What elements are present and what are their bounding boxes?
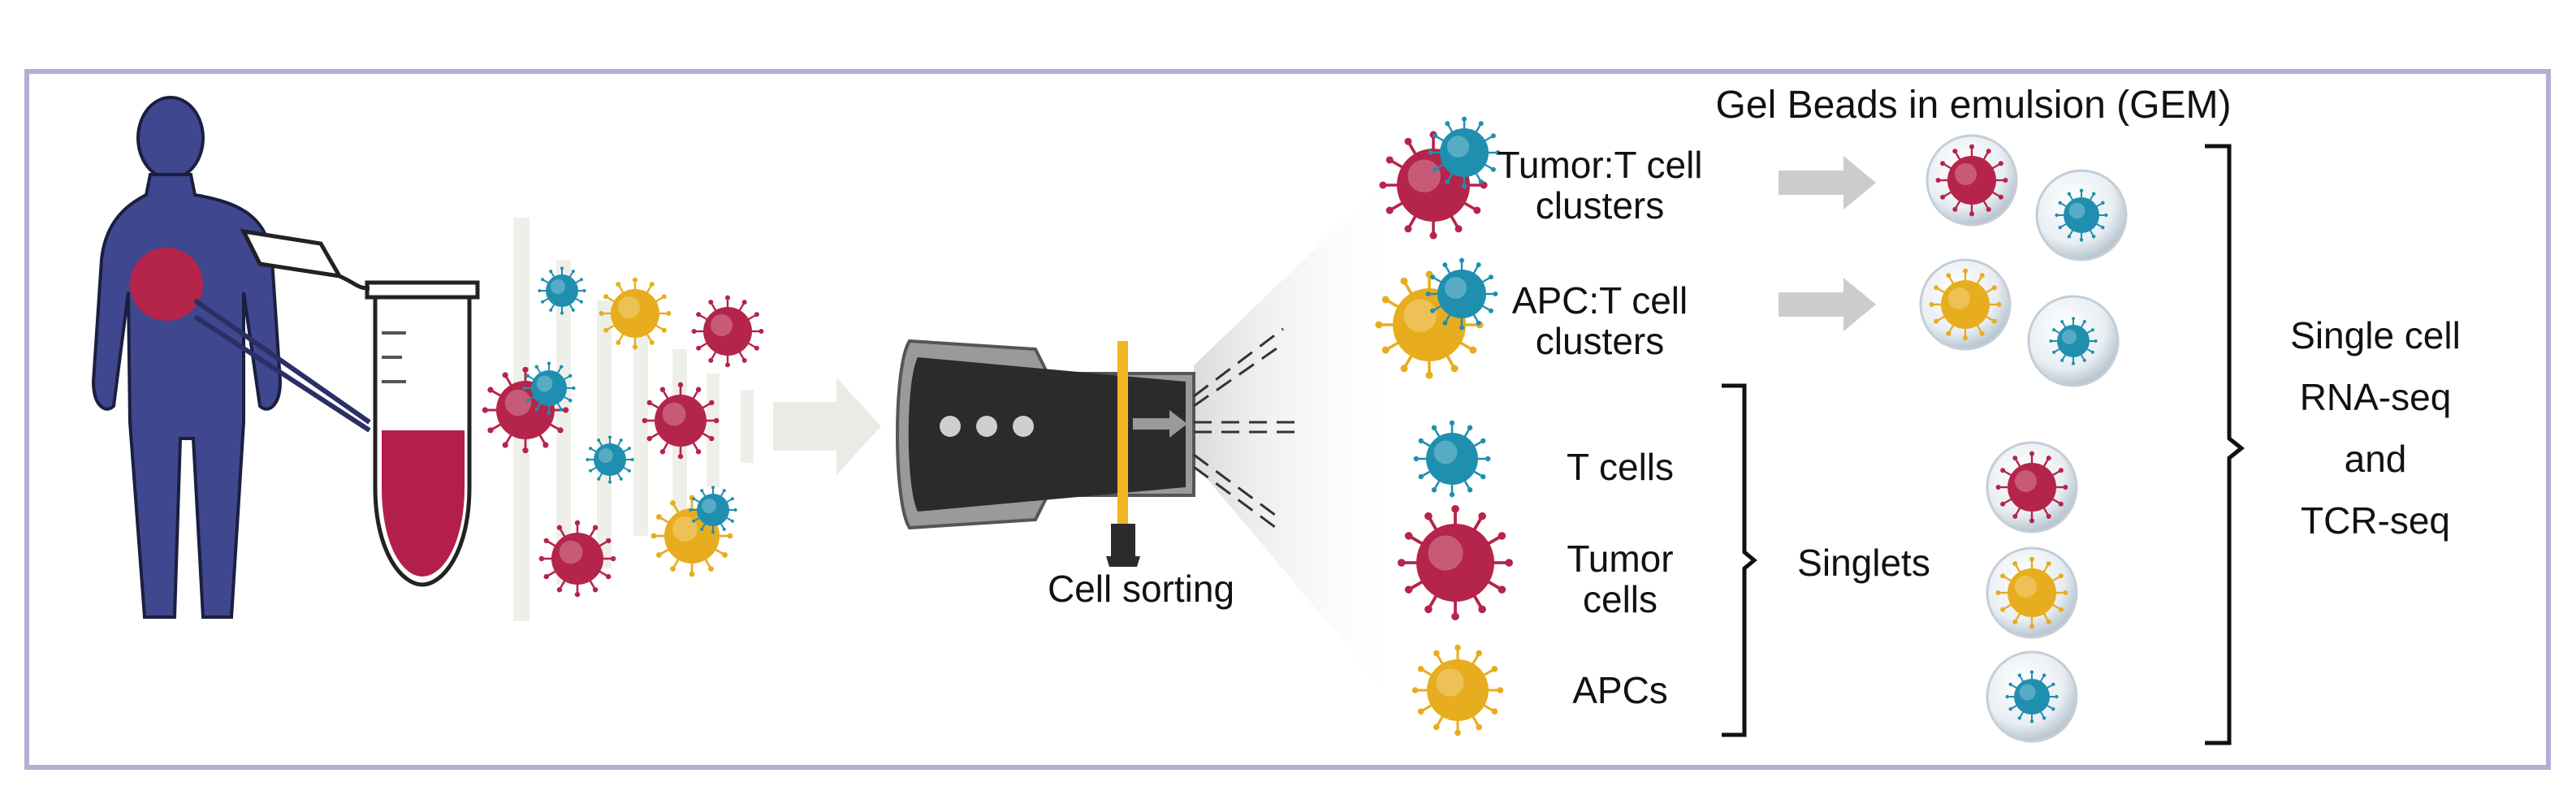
bead-cell-icon — [1995, 556, 2068, 629]
bead-cell-icon — [2005, 670, 2059, 723]
sorting-cone — [1194, 162, 1405, 715]
flow-arrow-icon — [773, 378, 881, 475]
t-cell-icon — [586, 435, 634, 484]
tumor-t-clusters-line1: Tumor:T cell — [1497, 144, 1703, 186]
gem-arrow-icon — [1779, 156, 1876, 209]
apc-t-clusters-line2: clusters — [1535, 320, 1665, 362]
apcs-label: APCs — [1572, 669, 1668, 711]
t-cell-icon — [1413, 420, 1491, 498]
gem-arrow-icon — [1779, 278, 1876, 331]
cell-sorting-label: Cell sorting — [1047, 568, 1235, 610]
sequencing-line3: and — [2344, 438, 2407, 480]
t-cells-label: T cells — [1566, 446, 1675, 488]
figure-frame — [24, 69, 2551, 770]
cells-layer — [482, 116, 2128, 743]
t-cell-icon — [538, 266, 586, 315]
singlets-label: Singlets — [1797, 542, 1930, 584]
gel-bead-icon — [1986, 546, 2078, 639]
apc-cell-icon — [1411, 644, 1504, 736]
bead-cell-icon — [1935, 144, 2008, 217]
tumor-cells-line1: Tumor — [1567, 538, 1674, 580]
bead-cell-icon — [1995, 451, 2068, 524]
t-cell-icon — [1425, 257, 1498, 330]
tumor-cell-icon — [642, 382, 720, 460]
gel-bead-icon — [2035, 169, 2128, 261]
cell-sorter-icon — [896, 339, 1195, 567]
gel-bead-icon — [1986, 650, 2078, 743]
apc-t-clusters-line1: APC:T cell — [1511, 279, 1688, 322]
gel-bead-icon — [1926, 134, 2018, 227]
sequencing-label: Single cell RNA-seq and TCR-seq — [2258, 304, 2493, 551]
tumor-cells-label: Tumor cells — [1527, 538, 1714, 620]
t-cell-icon — [522, 361, 576, 415]
singlets-brace-icon — [1722, 383, 1757, 737]
tumor-t-clusters-line2: clusters — [1535, 184, 1665, 227]
apc-cell-icon — [599, 277, 672, 350]
gel-bead-icon — [1986, 441, 2078, 533]
sort-stream-lines — [1193, 327, 1299, 533]
sequencing-line1: Single cell — [2290, 314, 2461, 356]
sequencing-line2: RNA-seq — [2299, 376, 2452, 418]
t-cell-icon — [689, 486, 737, 534]
microtube-icon — [240, 228, 480, 587]
human-body-icon — [91, 96, 283, 619]
bead-cell-icon — [2049, 317, 2098, 365]
gem-title: Gel Beads in emulsion (GEM) — [1715, 84, 2232, 127]
bead-cell-icon — [2055, 188, 2108, 242]
gel-bead-icon — [2027, 295, 2120, 387]
tumor-t-clusters-label: Tumor:T cell clusters — [1478, 145, 1722, 226]
biopsy-needle-icon — [193, 298, 371, 433]
sequencing-brace-icon — [2205, 144, 2245, 745]
gel-bead-icon — [1919, 258, 2012, 351]
tumor-cell-icon — [538, 520, 616, 598]
bead-cell-icon — [1929, 268, 2002, 341]
tumor-cells-line2: cells — [1582, 578, 1658, 620]
tumor-spot-icon — [130, 248, 203, 321]
t-cell-icon — [1428, 116, 1501, 189]
tumor-cell-icon — [1397, 504, 1514, 621]
tumor-cell-icon — [691, 295, 764, 368]
sequencing-line4: TCR-seq — [2300, 499, 2451, 542]
apc-t-clusters-label: APC:T cell clusters — [1478, 280, 1722, 361]
